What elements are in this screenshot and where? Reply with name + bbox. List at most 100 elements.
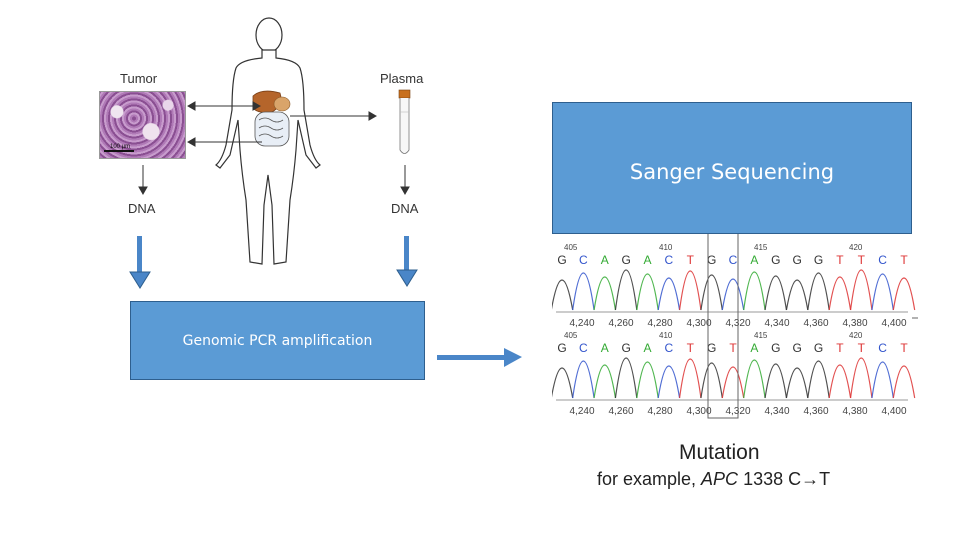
bottom-trace-peak bbox=[700, 362, 723, 399]
bottom-trace-base: A bbox=[643, 341, 651, 355]
bottom-trace-base: G bbox=[814, 341, 823, 355]
top-trace-base: A bbox=[601, 253, 609, 267]
plasma-label: Plasma bbox=[380, 71, 424, 86]
top-trace-axis-label: 4,380 bbox=[842, 318, 867, 329]
bottom-trace-base: G bbox=[621, 341, 630, 355]
top-trace-peak bbox=[552, 279, 574, 311]
bottom-trace-peak bbox=[871, 361, 894, 399]
top-trace-peak bbox=[871, 273, 894, 311]
scale-bar-label: 100 µm bbox=[110, 144, 131, 150]
top-trace-base: C bbox=[665, 253, 674, 267]
bottom-trace-axis-label: 4,300 bbox=[686, 406, 711, 417]
bottom-trace-position-label: 410 bbox=[659, 331, 673, 340]
bottom-trace-axis-label: 4,360 bbox=[803, 406, 828, 417]
bottom-trace-peak bbox=[849, 357, 873, 399]
bottom-trace-axis-label: 4,400 bbox=[881, 406, 906, 417]
plasma-tube-icon bbox=[398, 89, 411, 154]
top-trace-base: G bbox=[557, 253, 566, 267]
bottom-trace-axis-label: 4,380 bbox=[842, 406, 867, 417]
bottom-trace-axis-label: 4,340 bbox=[764, 406, 789, 417]
top-trace-base: G bbox=[621, 253, 630, 267]
bottom-trace-base: T bbox=[729, 341, 737, 355]
mutation-title: Mutation bbox=[679, 441, 760, 464]
scale-bar bbox=[104, 150, 134, 152]
bottom-trace-position-label: 415 bbox=[754, 331, 768, 340]
top-trace-base: C bbox=[729, 253, 738, 267]
bottom-trace-peak bbox=[828, 364, 852, 399]
top-trace-axis-label: 4,260 bbox=[608, 318, 633, 329]
bottom-trace-base: T bbox=[900, 341, 908, 355]
top-trace-peak bbox=[743, 271, 766, 311]
bottom-trace-base: G bbox=[557, 341, 566, 355]
top-trace-axis-label: 4,360 bbox=[803, 318, 828, 329]
bottom-trace-base: G bbox=[707, 341, 716, 355]
pcr-amplification-label: Genomic PCR amplification bbox=[182, 332, 373, 349]
top-trace-base: A bbox=[643, 253, 651, 267]
top-trace-base: G bbox=[814, 253, 823, 267]
bottom-trace-peak bbox=[614, 357, 638, 399]
bottom-trace-base: T bbox=[687, 341, 695, 355]
bottom-trace-axis-label: 4,280 bbox=[647, 406, 672, 417]
sanger-sequencing-label: Sanger Sequencing bbox=[629, 160, 835, 184]
mutation-prefix: for example, bbox=[597, 469, 702, 489]
blue-right-arrow bbox=[437, 348, 522, 367]
mutation-detail: 1338 C→T bbox=[738, 469, 831, 489]
bottom-trace-peak bbox=[743, 359, 766, 399]
bottom-trace-peak bbox=[807, 360, 830, 399]
bottom-trace-base: C bbox=[665, 341, 674, 355]
sanger-sequencing-box: Sanger Sequencing bbox=[552, 102, 912, 234]
top-trace-peak bbox=[721, 278, 745, 311]
top-trace-peak bbox=[700, 274, 723, 311]
tumor-label: Tumor bbox=[120, 71, 158, 86]
dna-right-label: DNA bbox=[391, 201, 419, 216]
bottom-trace-peak bbox=[721, 366, 745, 399]
top-trace-peak bbox=[636, 273, 659, 311]
top-trace-peak bbox=[678, 270, 702, 311]
bottom-trace-peak bbox=[764, 363, 788, 399]
top-trace-peak bbox=[807, 272, 830, 311]
top-trace-axis-label: 4,280 bbox=[647, 318, 672, 329]
top-trace-position-label: 405 bbox=[564, 243, 578, 252]
bottom-trace-peak bbox=[657, 365, 681, 399]
bottom-trace-axis-label: 4,240 bbox=[569, 406, 594, 417]
top-trace-peak bbox=[593, 276, 617, 311]
bottom-trace-peak bbox=[785, 367, 809, 399]
top-trace-base: A bbox=[750, 253, 758, 267]
top-trace-peak bbox=[614, 269, 638, 311]
top-trace-base: T bbox=[687, 253, 695, 267]
bottom-trace-peak bbox=[636, 361, 659, 399]
bottom-trace-base: T bbox=[858, 341, 866, 355]
bottom-trace-position-label: 405 bbox=[564, 331, 578, 340]
bottom-trace-peak bbox=[593, 364, 617, 399]
bottom-trace-base: A bbox=[750, 341, 758, 355]
bottom-trace-base: C bbox=[878, 341, 887, 355]
top-trace-base: T bbox=[900, 253, 908, 267]
bottom-trace-peak bbox=[892, 365, 916, 399]
top-trace-base: G bbox=[792, 253, 801, 267]
bottom-trace-base: A bbox=[601, 341, 609, 355]
top-trace-position-label: 420 bbox=[849, 243, 863, 252]
pcr-amplification-box: Genomic PCR amplification bbox=[130, 301, 425, 380]
bottom-trace-base: T bbox=[836, 341, 844, 355]
tumor-tissue-image: 100 µm bbox=[99, 91, 186, 159]
bottom-trace-base: G bbox=[792, 341, 801, 355]
top-trace-peak bbox=[849, 269, 873, 311]
top-trace-base: T bbox=[858, 253, 866, 267]
top-trace-peak bbox=[892, 277, 916, 311]
top-trace-axis-label: 4,340 bbox=[764, 318, 789, 329]
body-tissue-arrows bbox=[186, 101, 378, 147]
top-trace-peak bbox=[657, 277, 681, 311]
bottom-trace-base: G bbox=[771, 341, 780, 355]
bottom-trace-base: C bbox=[579, 341, 588, 355]
mutation-example: for example, APC 1338 C→T bbox=[597, 469, 830, 490]
bottom-trace-peak bbox=[572, 360, 595, 399]
blue-down-arrows bbox=[129, 236, 418, 289]
organs bbox=[252, 90, 291, 147]
top-trace-base: C bbox=[878, 253, 887, 267]
mutation-highlight-box bbox=[707, 232, 739, 419]
top-trace-base: T bbox=[836, 253, 844, 267]
top-trace-axis-label: 4,400 bbox=[881, 318, 906, 329]
